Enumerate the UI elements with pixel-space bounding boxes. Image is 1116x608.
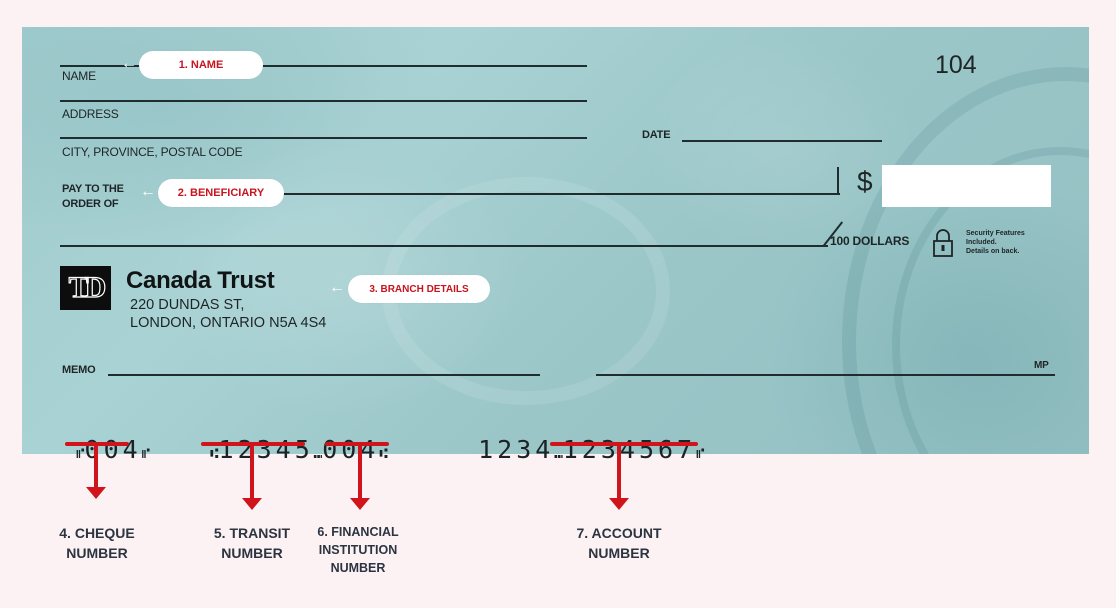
amount-words-line[interactable] [60, 245, 828, 247]
dollar-sign: $ [857, 166, 873, 197]
td-logo-text: TD [68, 270, 107, 304]
arrow-down-icon [350, 498, 370, 510]
caption-line: 5. TRANSIT [213, 525, 291, 541]
caption-line: NUMBER [66, 545, 128, 561]
micr-line: ⑈004⑈ [38, 406, 150, 464]
memo-line[interactable] [108, 374, 540, 376]
bank-name: Canada Trust [126, 267, 275, 294]
micr-transit-number: 12345 [218, 435, 314, 464]
pay-to-label-line1: PAY TO THE [62, 183, 124, 195]
arrow-stem [250, 444, 254, 499]
security-line3: Details on back. [966, 248, 1020, 255]
callout-beneficiary: 2. BENEFICIARY [158, 179, 284, 207]
signature-mark: MP [1034, 360, 1049, 371]
security-line2: Included. [966, 239, 997, 246]
arrow-stem [617, 444, 621, 499]
micr-transit-group: ⑆12345⑉004⑆ [172, 406, 388, 464]
underline-institution-number [325, 442, 389, 446]
date-line[interactable] [682, 140, 882, 142]
caption-line: 4. CHEQUE [59, 525, 135, 541]
cheque-number: 104 [935, 51, 977, 79]
bank-address-line1: 220 DUNDAS ST, [130, 297, 245, 313]
arrow-stem [358, 444, 362, 499]
micr-dash-symbol: ⑉ [554, 446, 563, 462]
micr-dash-symbol: ⑉ [313, 446, 323, 462]
cheque: 104 NAME ADDRESS CITY, PROVINCE, POSTAL … [22, 27, 1089, 454]
pay-to-label: PAY TO THE ORDER OF [62, 182, 124, 212]
amount-field[interactable] [882, 165, 1051, 207]
date-label: DATE [642, 129, 671, 141]
caption-line: NUMBER [330, 561, 386, 575]
security-note: Security Features Included. Details on b… [966, 229, 1025, 256]
address-label: ADDRESS [62, 107, 119, 121]
micr-account-group: 1234⑉1234567⑈ [440, 406, 705, 464]
arrow-left-icon: ← [329, 279, 345, 296]
payee-line-end-tick [837, 167, 839, 195]
caption-line: 7. ACCOUNT [576, 525, 662, 541]
memo-label: MEMO [62, 364, 96, 376]
micr-transit-symbol: ⑆ [379, 446, 388, 462]
callout-name: 1. NAME [139, 51, 263, 79]
city-line[interactable] [60, 137, 587, 139]
micr-cheque-number: 004 [84, 435, 142, 464]
caption-line: 6. FINANCIAL [317, 525, 399, 539]
name-label: NAME [62, 69, 96, 83]
bank-address: 220 DUNDAS ST, LONDON, ONTARIO N5A 4S4 [130, 296, 326, 332]
micr-account-prefix: 1234 [478, 435, 555, 464]
caption-line: INSTITUTION [318, 543, 398, 557]
arrow-down-icon [242, 498, 262, 510]
micr-on-us-symbol: ⑈ [76, 446, 85, 462]
arrow-left-icon: ← [121, 55, 137, 72]
arrow-left-icon: ← [140, 183, 156, 200]
underline-account-number [550, 442, 698, 446]
lock-icon [932, 227, 954, 259]
caption-line: NUMBER [588, 545, 650, 561]
callout-branch-details: 3. BRANCH DETAILS [348, 275, 490, 303]
micr-institution-number: 004 [322, 435, 380, 464]
bank-address-line2: LONDON, ONTARIO N5A 4S4 [130, 315, 327, 331]
name-line[interactable] [60, 65, 587, 67]
td-logo: TD [60, 266, 111, 310]
caption-transit-number: 5. TRANSIT NUMBER [214, 523, 290, 563]
caption-account-number: 7. ACCOUNT NUMBER [576, 523, 661, 563]
payee-line[interactable] [280, 193, 840, 195]
arrow-down-icon [86, 487, 106, 499]
caption-line: NUMBER [221, 545, 283, 561]
caption-institution-number: 6. FINANCIAL INSTITUTION NUMBER [317, 523, 398, 577]
micr-on-us-symbol: ⑈ [696, 446, 705, 462]
city-label: CITY, PROVINCE, POSTAL CODE [62, 145, 243, 159]
caption-cheque-number: 4. CHEQUE NUMBER [59, 523, 134, 563]
dollars-label: 100 DOLLARS [830, 234, 910, 248]
signature-line[interactable] [596, 374, 1055, 376]
security-line1: Security Features [966, 230, 1025, 237]
arrow-stem [94, 444, 98, 488]
micr-on-us-symbol: ⑈ [141, 446, 151, 462]
address-line[interactable] [60, 100, 587, 102]
pay-to-label-line2: ORDER OF [62, 198, 119, 210]
micr-transit-symbol: ⑆ [210, 446, 219, 462]
arrow-down-icon [609, 498, 629, 510]
micr-account-number: 1234567 [562, 435, 697, 464]
